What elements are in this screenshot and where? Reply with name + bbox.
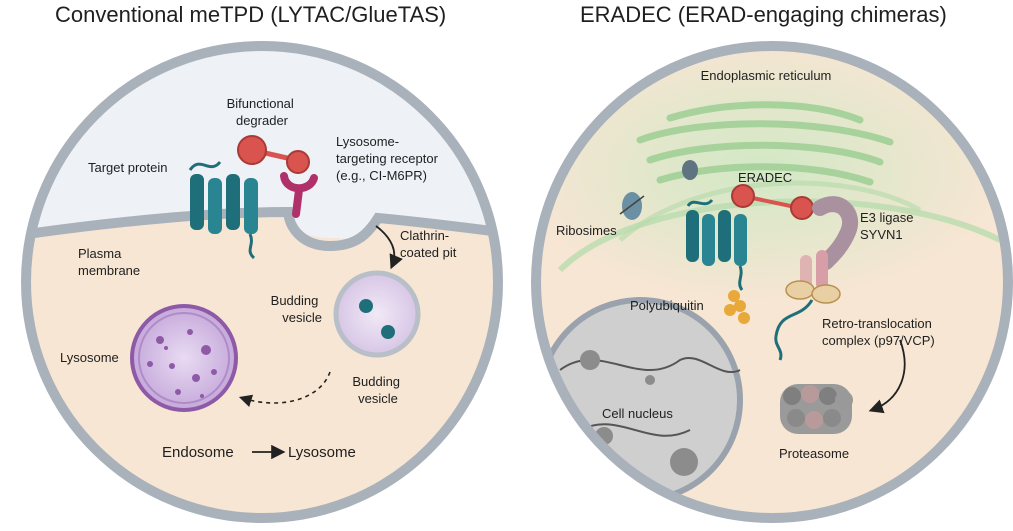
right-cell <box>531 41 1013 523</box>
lysosome-receptor-icon <box>280 172 318 218</box>
label-ribosimes: Ribosimes <box>556 223 617 238</box>
label-cell-nucleus: Cell nucleus <box>602 406 673 421</box>
eradec-icon <box>731 184 814 220</box>
budding-vesicle-icon <box>333 270 421 358</box>
label-proteasome: Proteasome <box>779 446 849 461</box>
label-er: Endoplasmic reticulum <box>701 68 832 83</box>
right-cell-outline <box>531 41 1013 523</box>
left-panel-title: Conventional meTPD (LYTAC/GlueTAS) <box>55 2 447 27</box>
proteasome-icon <box>780 384 853 434</box>
label-endosome: Endosome <box>162 444 234 461</box>
label-lysosome-receptor: Lysosome- targeting receptor (e.g., CI-M… <box>336 134 442 183</box>
retro-translocation-icon <box>774 280 841 361</box>
right-panel-title: ERADEC (ERAD-engaging chimeras) <box>580 2 947 27</box>
label-e3-ligase: E3 ligase SYVN1 <box>860 210 917 242</box>
label-target-protein: Target protein <box>88 160 168 175</box>
label-retro-translocation: Retro-translocation complex (p97/VCP) <box>822 316 935 348</box>
left-cell-outline <box>21 41 503 523</box>
vesicle-to-lysosome-arrow <box>238 371 331 407</box>
label-clathrin-pit: Clathrin- coated pit <box>400 228 457 260</box>
ribosome-icon <box>619 160 698 220</box>
lysosome-icon <box>130 304 238 412</box>
label-plasma-membrane: Plasma membrane <box>78 246 140 278</box>
label-polyubiquitin: Polyubiquitin <box>630 298 704 313</box>
label-budding-vesicle-2: Budding vesicle <box>352 374 403 406</box>
plasma-membrane-line <box>26 206 498 252</box>
label-budding-vesicle-1: Budding vesicle <box>271 293 322 325</box>
label-lysosome: Lysosome <box>60 350 119 365</box>
target-protein-icon <box>188 160 258 260</box>
label-lysosome-end: Lysosome <box>288 444 356 461</box>
polyubiquitin-icon <box>724 290 750 324</box>
er-target-protein-icon <box>686 198 747 291</box>
label-eradec: ERADEC <box>738 170 792 185</box>
retro-to-proteasome-arrow <box>868 339 906 414</box>
label-bifunctional-degrader: Bifunctional degrader <box>227 96 298 128</box>
bifunctional-degrader-icon <box>237 135 310 174</box>
pit-to-vesicle-arrow <box>375 225 403 270</box>
